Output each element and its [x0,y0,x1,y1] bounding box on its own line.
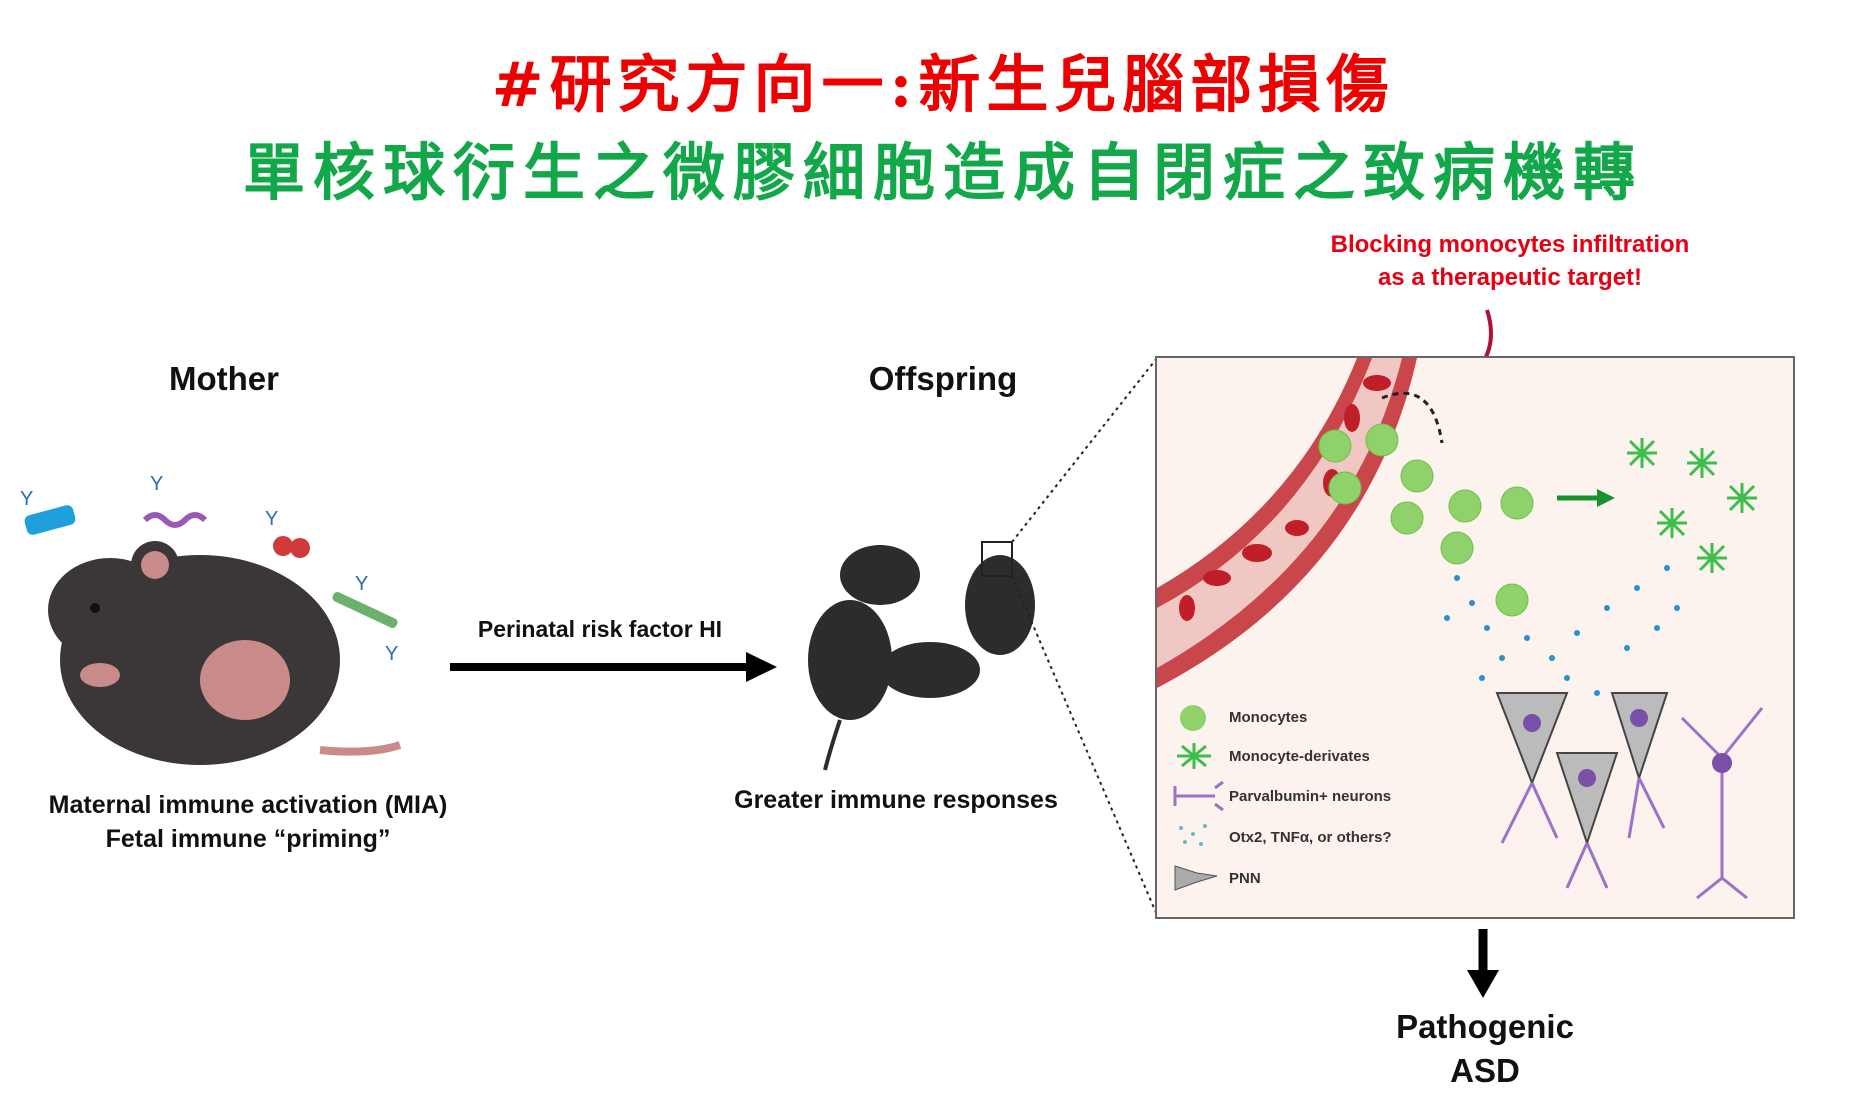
mother-mouse-icon [48,541,402,765]
callout-line-2: as a therapeutic target! [1377,264,1643,291]
monocytes [1318,423,1534,617]
mother-heading: Mother [169,360,279,397]
mother-caption: Maternal immune activation (MIA) Fetal i… [0,788,496,856]
legend-parvalbumin-neurons: Parvalbumin+ neurons [1229,788,1392,805]
svg-text:Y: Y [355,573,368,595]
monocyte-icon [1180,705,1206,731]
priming-caption: Fetal immune “priming” [105,825,391,853]
zoom-line-bottom [1011,575,1158,916]
legend-monocyte-derivates: Monocyte-derivates [1229,748,1370,765]
svg-text:Y: Y [265,508,278,530]
therapeutic-callout: Blocking monocytes infiltration as a the… [1280,228,1740,294]
outcome-pathogenic: Pathogenic [1396,1008,1574,1045]
zoom-source-box [981,541,1013,577]
microglia-icon [1177,743,1211,769]
antibody-pathogen-icons: Y Y Y Y Y [20,473,398,665]
callout-line-1: Blocking monocytes infiltration [1330,231,1690,258]
neuron-icon [1173,780,1224,812]
cytokine-dots [1444,565,1680,701]
svg-text:Y: Y [385,643,398,665]
green-arrow [1557,489,1615,507]
outcome-label: Pathogenic ASD [1335,1005,1635,1093]
pnn-neurons [1495,692,1764,900]
title-line-2: 單核球衍生之微膠細胞造成自閉症之致病機轉 [242,136,1643,209]
pnn-icon [1174,865,1218,891]
mia-caption: Maternal immune activation (MIA) [48,791,448,819]
perinatal-label: Perinatal risk factor HI [477,616,723,642]
perinatal-arrow [450,652,777,682]
legend-otx2-tnfa: Otx2, TNFα, or others? [1229,829,1392,846]
svg-text:Y: Y [150,473,163,495]
svg-text:Y: Y [20,488,33,510]
outcome-asd: ASD [1450,1052,1520,1089]
offspring-pups-icon [808,545,1035,771]
dots-icon [1179,824,1207,846]
infiltration-arrow [1381,391,1444,444]
mechanism-graphics [1157,358,1764,900]
offspring-heading: Offspring [868,360,1018,397]
down-arrow [1467,929,1499,998]
legend-pnn: PNN [1229,870,1261,887]
offspring-caption: Greater immune responses [734,786,1058,814]
title-line-1: #研究方向一:新生兒腦部損傷 [491,48,1395,121]
legend-monocytes: Monocytes [1229,709,1308,726]
microglia [1627,438,1757,573]
mechanism-panel: Monocytes Monocyte-derivates Parvalbumin… [1155,356,1795,919]
